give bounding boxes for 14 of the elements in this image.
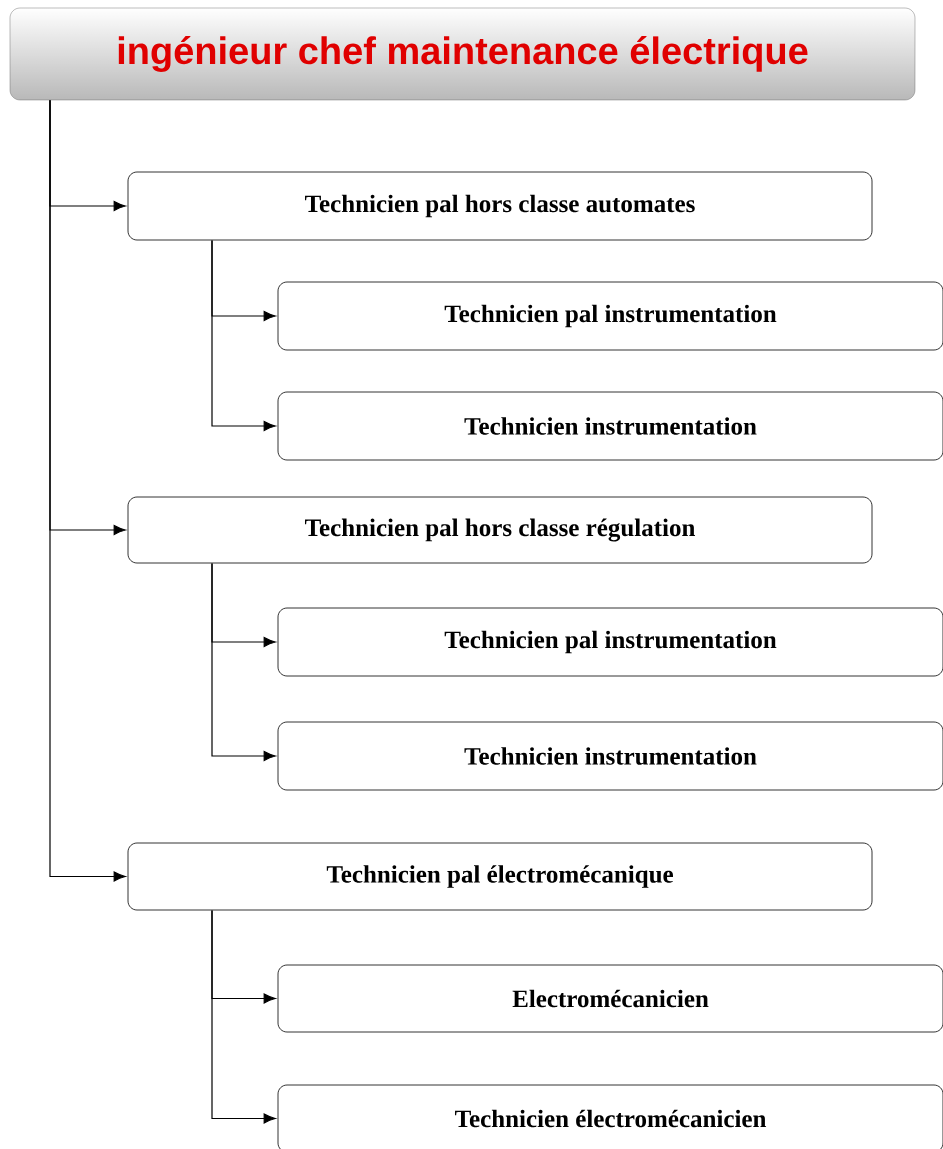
- process-box: Technicien pal instrumentation: [277, 281, 943, 351]
- title-box: ingénieur chef maintenance électrique: [9, 7, 916, 101]
- process-box: Technicien instrumentation: [277, 391, 943, 461]
- process-box: Technicien instrumentation: [277, 721, 943, 791]
- arrow: [49, 99, 126, 882]
- process-box: Technicien pal hors classe automates: [127, 171, 873, 241]
- process-box: Technicien pal instrumentation: [277, 607, 943, 677]
- process-box: Technicien électromécanicien: [277, 1084, 943, 1149]
- arrow: [211, 562, 276, 762]
- process-box: Technicien pal hors classe régulation: [127, 496, 873, 564]
- arrow: [211, 239, 276, 432]
- arrow: [211, 909, 276, 1124]
- process-box: Technicien pal électromécanique: [127, 842, 873, 911]
- process-box: Electromécanicien: [277, 964, 943, 1033]
